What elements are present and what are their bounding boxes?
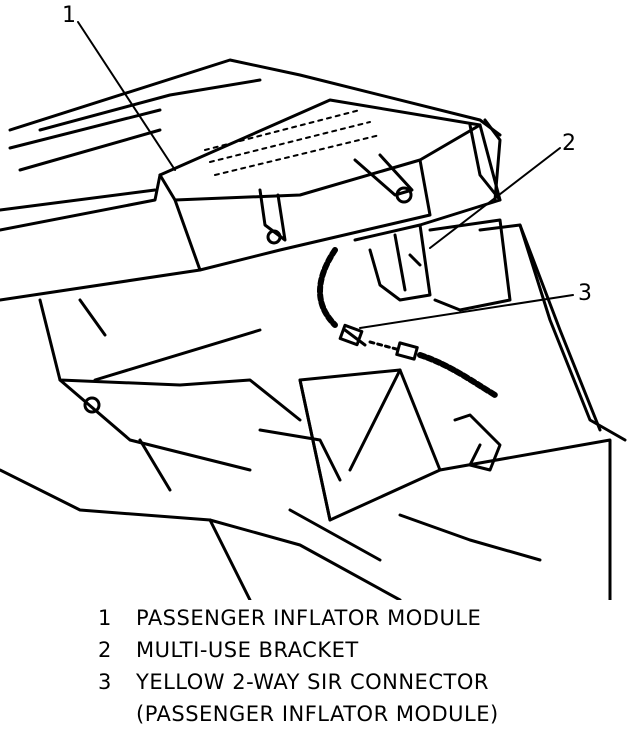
- legend-item: 2 MULTI-USE BRACKET: [98, 638, 618, 670]
- sir-harness: [317, 247, 498, 398]
- leader-line-3: [359, 294, 574, 329]
- inflator-module-housing: [0, 98, 502, 302]
- lower-structure: [0, 223, 627, 600]
- callout-1: 1: [62, 3, 76, 28]
- leader-line-2: [429, 147, 561, 249]
- legend-item-text: YELLOW 2-WAY SIR CONNECTOR: [136, 670, 489, 694]
- dashboard-top: [8, 58, 502, 172]
- legend-item-number: 1: [98, 606, 112, 630]
- leader-line-1: [77, 21, 176, 171]
- legend-item: 1 PASSENGER INFLATOR MODULE: [98, 606, 618, 638]
- callout-2: 2: [562, 131, 576, 156]
- legend-item-text: MULTI-USE BRACKET: [136, 638, 359, 662]
- legend: 1 PASSENGER INFLATOR MODULE 2 MULTI-USE …: [98, 606, 618, 734]
- legend-item: 3 YELLOW 2-WAY SIR CONNECTOR: [98, 670, 618, 702]
- legend-continuation-text: (PASSENGER INFLATOR MODULE): [136, 702, 499, 726]
- legend-item-text: PASSENGER INFLATOR MODULE: [136, 606, 482, 630]
- legend-item-number: 3: [98, 670, 112, 694]
- legend-item-number: 2: [98, 638, 112, 662]
- callout-3: 3: [578, 281, 592, 306]
- exploded-view-illustration: 1 2 3: [0, 3, 627, 600]
- multi-use-bracket: [353, 218, 512, 312]
- legend-continuation: (PASSENGER INFLATOR MODULE): [98, 702, 618, 734]
